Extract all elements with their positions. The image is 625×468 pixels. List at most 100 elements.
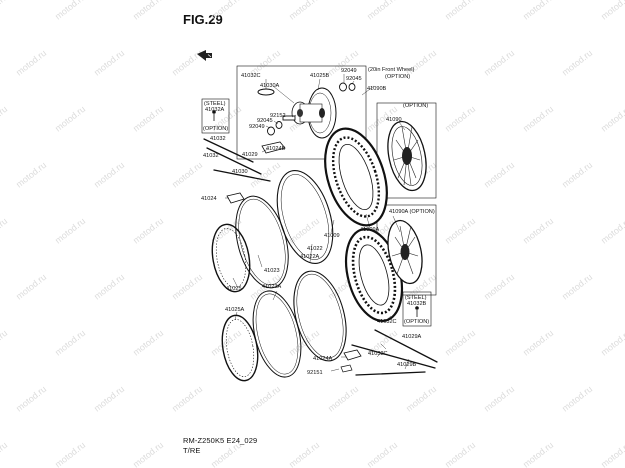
watermark-text: motod.ru: [443, 216, 477, 246]
watermark-text: motod.ru: [170, 160, 204, 190]
watermark-text: motod.ru: [170, 48, 204, 78]
label-41024B: 41024B: [266, 146, 286, 152]
label-41025: 41025: [226, 286, 242, 292]
rim-41025: [211, 223, 251, 293]
watermark-text: motod.ru: [0, 216, 9, 246]
watermark-text: motod.ru: [131, 0, 165, 22]
front-arrow-icon: [197, 50, 212, 61]
label-41009A: 41009A: [360, 227, 380, 233]
watermark-text: motod.ru: [482, 272, 516, 302]
spoke-41032C: [351, 344, 436, 369]
bearing-92049-mid: [267, 126, 275, 136]
watermark-text: motod.ru: [560, 384, 594, 414]
watermark-text: motod.ru: [53, 440, 87, 468]
watermark-text: motod.ru: [599, 0, 625, 22]
watermark-text: motod.ru: [248, 384, 282, 414]
label-92045-top: 92045: [346, 76, 362, 82]
wheel-41090A: [387, 219, 423, 285]
label-41023: 41023: [264, 268, 280, 274]
label-41029: 41029: [242, 152, 258, 158]
label-41022: 41022: [307, 246, 323, 252]
watermark-text: motod.ru: [482, 48, 516, 78]
watermark-text: motod.ru: [560, 48, 594, 78]
watermark-text: motod.ru: [92, 160, 126, 190]
label-41032-mid: 41032: [203, 153, 219, 159]
label-steel-a: (STEEL): [204, 101, 226, 107]
label-steel-b: (STEEL): [405, 295, 427, 301]
watermark-text: motod.ru: [248, 160, 282, 190]
watermark-text: motod.ru: [14, 160, 48, 190]
watermark-text: motod.ru: [92, 272, 126, 302]
label-41090: 41090: [386, 117, 402, 123]
label-41025B: 41025B: [310, 73, 330, 79]
label-41032C-bottom2: 41032C: [368, 351, 388, 357]
steel-option-box-a: [201, 98, 230, 134]
watermark-text: motod.ru: [53, 104, 87, 134]
label-41029A: 41029A: [402, 334, 422, 340]
footer-section: T/RE: [183, 446, 201, 455]
watermark-text: motod.ru: [170, 384, 204, 414]
steel-nipple-icon-a: [212, 110, 216, 121]
rim-band-41024A: [343, 349, 362, 361]
spoke-41029B: [355, 371, 426, 376]
collar-92152: [282, 115, 296, 121]
label-41029B: 41029B: [397, 362, 417, 368]
watermark-text: motod.ru: [599, 216, 625, 246]
watermark-text: motod.ru: [521, 440, 555, 468]
seal-92045-top: [348, 83, 356, 91]
watermark-text: motod.ru: [326, 384, 360, 414]
tire-41009A: [344, 228, 404, 322]
bearing-92049-top: [339, 82, 347, 92]
label-41009: 41009: [324, 233, 340, 239]
watermark-text: motod.ru: [53, 328, 87, 358]
watermark-text: motod.ru: [365, 440, 399, 468]
watermark-text: motod.ru: [521, 328, 555, 358]
watermark-text: motod.ru: [14, 272, 48, 302]
label-option-a: (OPTION): [203, 126, 228, 132]
watermark-text: motod.ru: [482, 384, 516, 414]
watermark-text: motod.ru: [0, 328, 9, 358]
spacer-92151: [340, 364, 353, 373]
watermark-text: motod.ru: [0, 104, 9, 134]
label-41032-top: 41032: [210, 136, 226, 142]
label-41025A: 41025A: [225, 307, 245, 313]
rim-band-41023: [235, 195, 289, 289]
label-41023A: 41023A: [262, 284, 282, 290]
watermark-text: motod.ru: [521, 216, 555, 246]
watermark-text: motod.ru: [560, 160, 594, 190]
watermark-text: motod.ru: [599, 328, 625, 358]
label-92049-mid: 92049: [249, 124, 265, 130]
watermark-text: motod.ru: [287, 216, 321, 246]
watermark-text: motod.ru: [209, 0, 243, 22]
watermark-text: motod.ru: [365, 0, 399, 22]
watermark-text: motod.ru: [287, 0, 321, 22]
watermark-text: motod.ru: [482, 160, 516, 190]
front-hub: [291, 87, 337, 139]
watermark-text: motod.ru: [131, 104, 165, 134]
watermark-text: motod.ru: [443, 104, 477, 134]
watermark-text: motod.ru: [0, 440, 9, 468]
watermark-text: motod.ru: [404, 384, 438, 414]
seal-92045-mid: [275, 121, 283, 129]
label-92045-mid: 92045: [257, 118, 273, 124]
label-41090A-option: 41090A (OPTION): [389, 209, 435, 215]
watermark-text: motod.ru: [443, 440, 477, 468]
front-wheel-option-box: [376, 102, 437, 199]
watermark-text: motod.ru: [521, 0, 555, 22]
label-92049-top: 92049: [341, 68, 357, 74]
watermark-text: motod.ru: [287, 328, 321, 358]
watermark-text: motod.ru: [131, 216, 165, 246]
label-front-wheel-title: (20in Front Wheel): [368, 67, 414, 73]
label-41024A: 41024A: [313, 356, 333, 362]
watermark-text: motod.ru: [14, 48, 48, 78]
label-41030: 41030: [232, 169, 248, 175]
tire-41009: [324, 127, 388, 227]
wheel-41090: [387, 120, 427, 192]
watermark-text: motod.ru: [599, 104, 625, 134]
steel-option-box-b: [402, 291, 432, 327]
watermark-text: motod.ru: [131, 328, 165, 358]
footer-code: RM-Z250K5 E24_029: [183, 436, 258, 445]
watermark-text: motod.ru: [560, 272, 594, 302]
